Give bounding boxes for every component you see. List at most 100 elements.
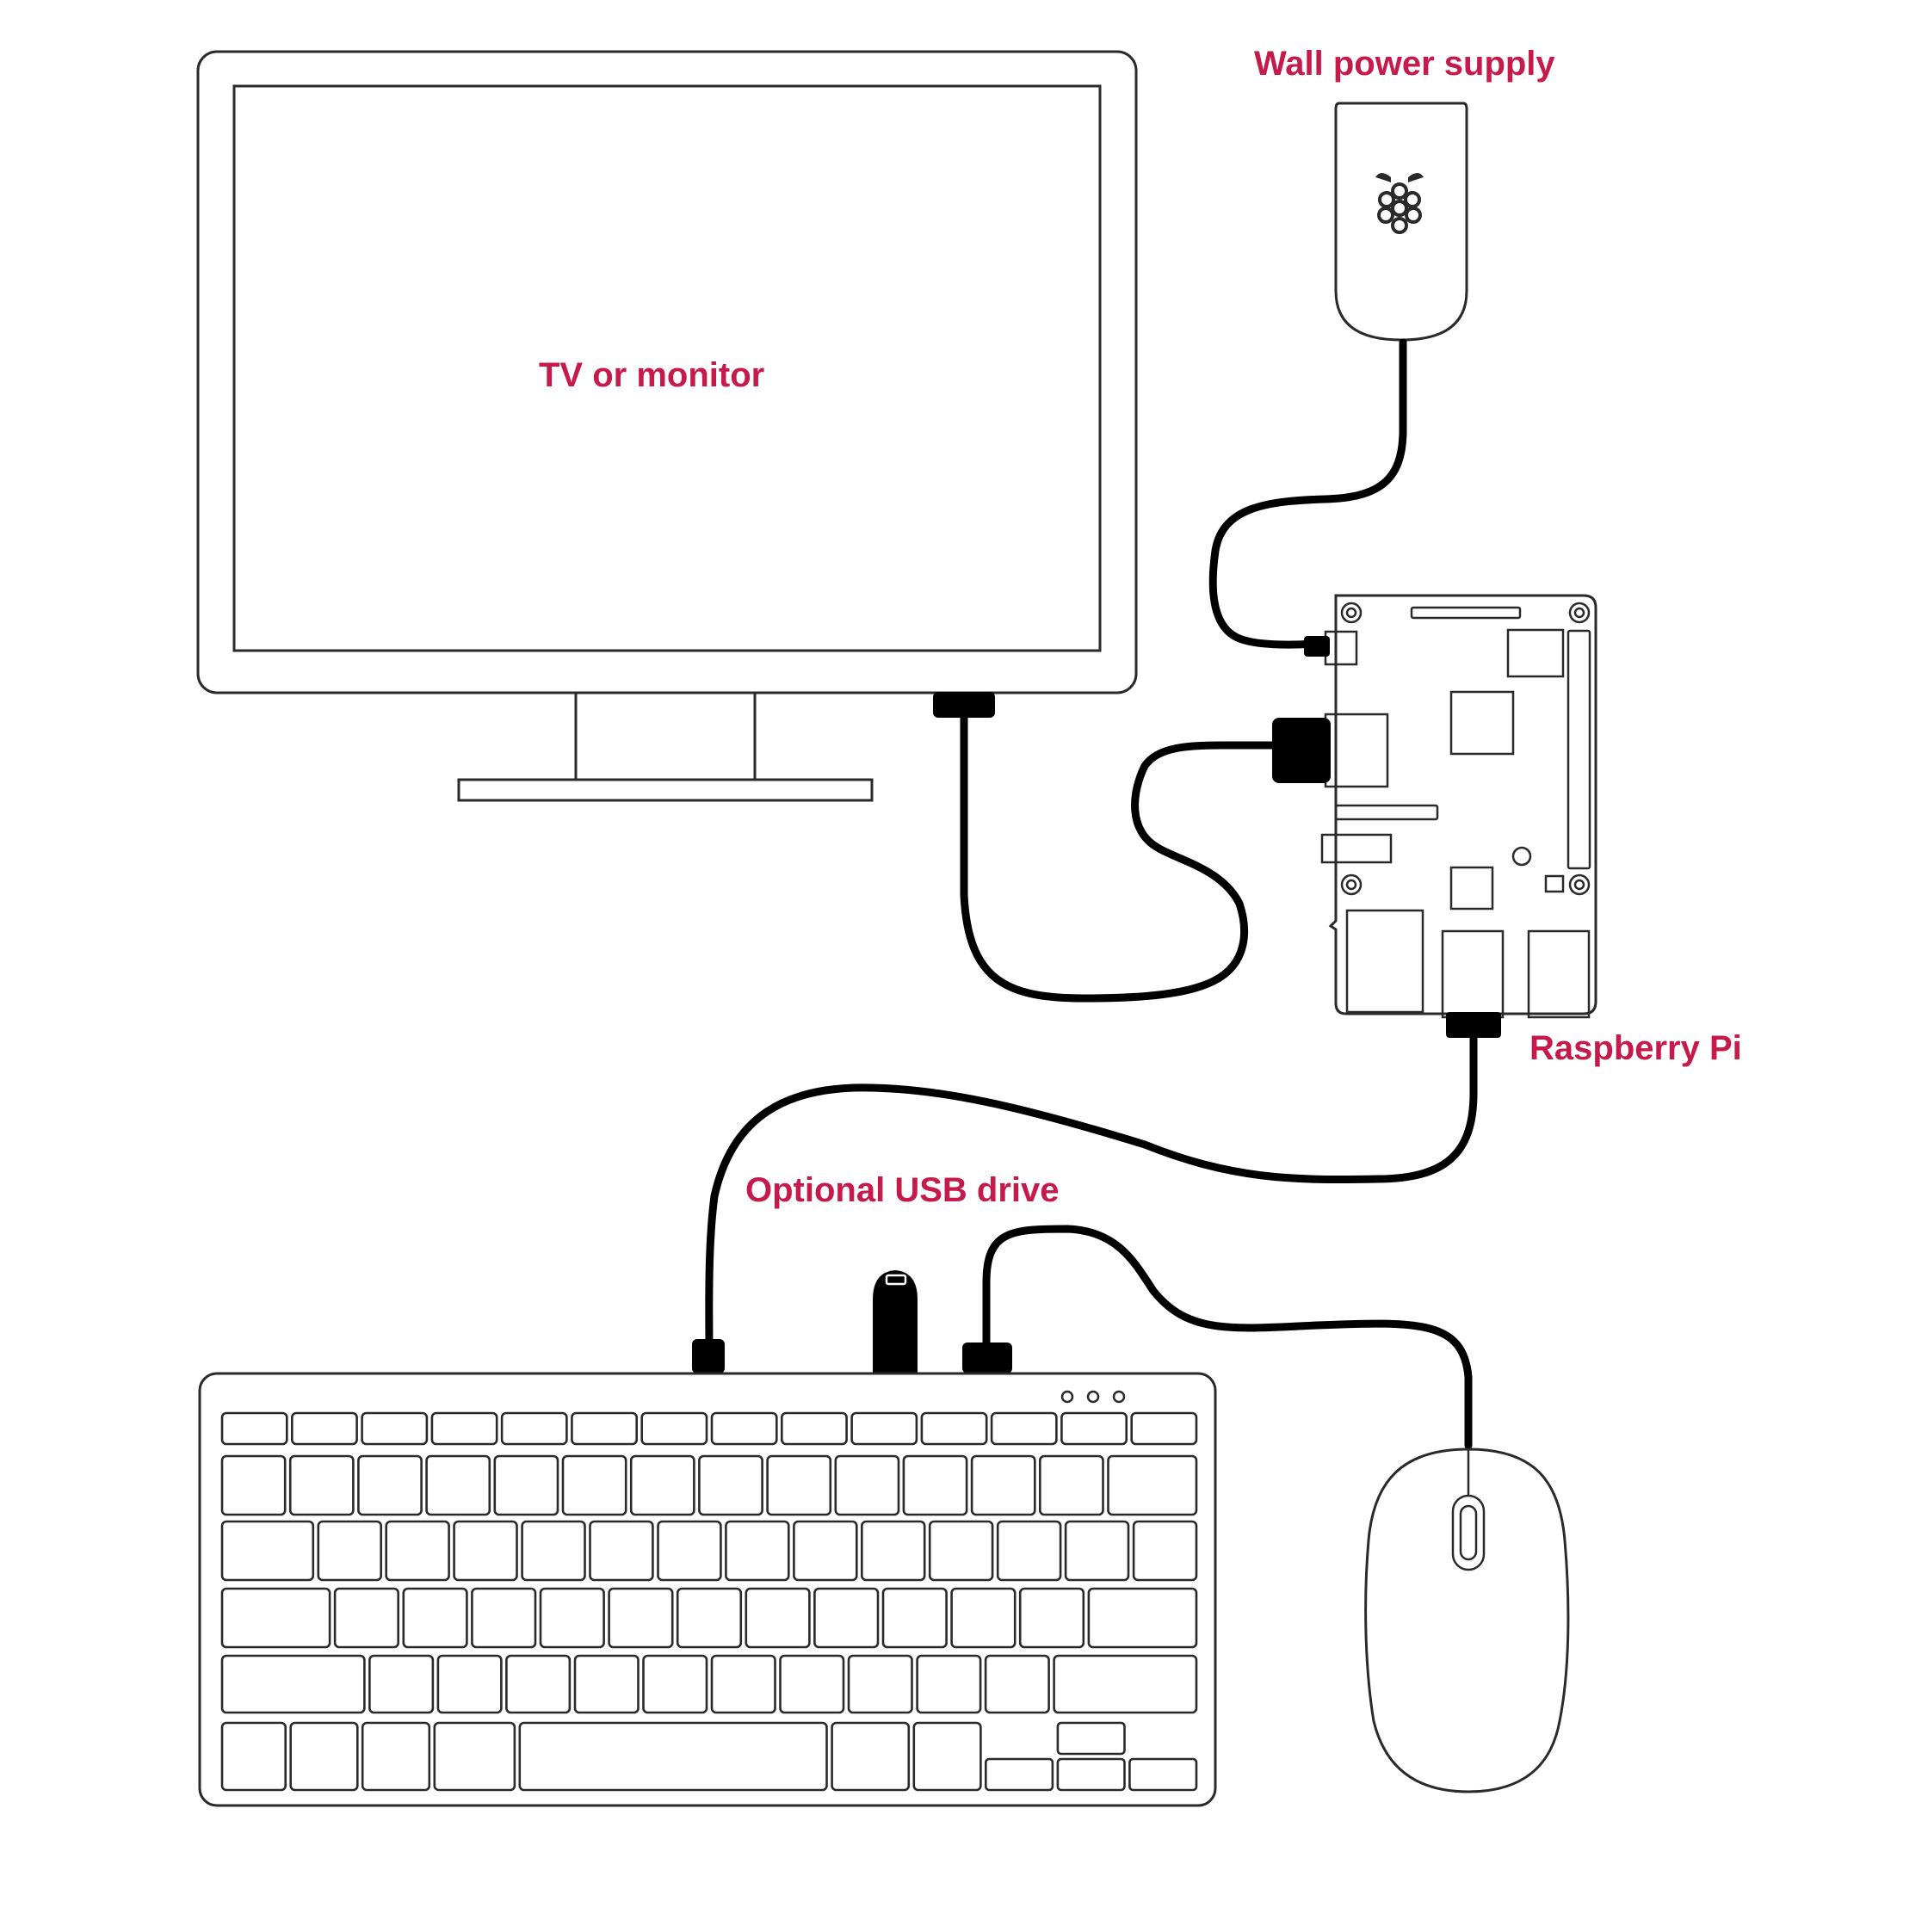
keyboard-key-arrow-up xyxy=(1056,1721,1126,1756)
keyboard-key xyxy=(521,1520,586,1582)
power-cable xyxy=(1208,338,1407,649)
keyboard-key xyxy=(288,1454,355,1516)
keyboard-key xyxy=(430,1411,498,1446)
usb-plug xyxy=(1446,1012,1501,1038)
keyboard-key xyxy=(518,1721,828,1792)
keyboard-key xyxy=(847,1654,913,1714)
keyboard-key xyxy=(357,1454,423,1516)
raspberry-logo-icon xyxy=(1375,173,1424,234)
keyboard-key xyxy=(860,1520,926,1582)
keyboard-key xyxy=(698,1454,763,1516)
raspberry-pi xyxy=(1272,594,1597,1038)
keyboard-key xyxy=(710,1654,776,1714)
keyboard-key xyxy=(1132,1520,1198,1582)
keyboard-key xyxy=(850,1411,918,1446)
pi-gpio-header xyxy=(1566,629,1591,870)
keyboard-key xyxy=(290,1411,358,1446)
keyboard-key xyxy=(220,1411,288,1446)
keyboard-key xyxy=(970,1454,1036,1516)
monitor-stand-base xyxy=(457,778,874,802)
monitor-hdmi-plug xyxy=(933,692,995,718)
keyboard-key xyxy=(642,1654,708,1714)
pi-display-connector xyxy=(1410,606,1522,620)
pi-soc-chip xyxy=(1449,690,1515,756)
keyboard-key xyxy=(780,1411,848,1446)
label-raspberry-pi: Raspberry Pi xyxy=(1529,1029,1742,1067)
keyboard-key xyxy=(385,1520,450,1582)
pi-ram-chip xyxy=(1449,866,1494,910)
usb-drive xyxy=(873,1270,918,1373)
mouse-scroll-wheel xyxy=(1451,1494,1486,1571)
keyboard-key xyxy=(1060,1411,1128,1446)
keyboard-key xyxy=(573,1654,640,1714)
keyboard-key-arrow xyxy=(1056,1757,1126,1792)
keyboard-key xyxy=(902,1454,968,1516)
keyboard-key xyxy=(629,1454,695,1516)
keyboard-key xyxy=(1039,1454,1104,1516)
keyboard-key xyxy=(368,1654,435,1714)
keyboard-key xyxy=(333,1587,400,1649)
label-optional-usb-drive: Optional USB drive xyxy=(745,1171,1060,1209)
keyboard-key xyxy=(996,1520,1062,1582)
pi-board xyxy=(1328,594,1597,1015)
keyboard-key xyxy=(589,1520,654,1582)
keyboard-key xyxy=(317,1520,382,1582)
mouse-cable xyxy=(982,1225,1473,1450)
keyboard-key xyxy=(1107,1454,1198,1516)
keyboard-key xyxy=(766,1454,832,1516)
mouse xyxy=(1364,1447,1570,1793)
label-tv-monitor: TV or monitor xyxy=(539,356,765,394)
keyboard-key xyxy=(571,1411,639,1446)
pi-audio-jack xyxy=(1320,833,1393,864)
keyboard-key xyxy=(912,1721,982,1792)
hdmi-plug xyxy=(1272,718,1331,783)
pi-camera-connector xyxy=(1334,804,1439,821)
keyboard-key xyxy=(561,1454,627,1516)
keyboard-key xyxy=(920,1411,988,1446)
keyboard-key xyxy=(1064,1520,1130,1582)
keyboard-usb-plug xyxy=(692,1339,725,1373)
keyboard-key xyxy=(1130,1411,1198,1446)
keyboard-key xyxy=(220,1454,287,1516)
keyboard-key xyxy=(831,1721,911,1792)
keyboard-key xyxy=(425,1454,491,1516)
keyboard-key xyxy=(361,1411,429,1446)
hdmi-cable xyxy=(960,713,1278,1003)
keyboard-key xyxy=(505,1654,572,1714)
label-wall-power-supply: Wall power supply xyxy=(1254,45,1555,83)
keyboard-key xyxy=(361,1721,431,1792)
mouse-body xyxy=(1364,1447,1570,1793)
keyboard-key xyxy=(493,1454,559,1516)
keyboard-key xyxy=(745,1587,811,1649)
keyboard-key xyxy=(725,1520,790,1582)
keyboard-key xyxy=(539,1587,605,1649)
keyboard-key xyxy=(779,1654,845,1714)
keyboard-key xyxy=(289,1721,359,1792)
keyboard-key xyxy=(433,1721,516,1792)
keyboard-key-arrow xyxy=(1128,1757,1198,1792)
mouse-scroll-wheel-inner xyxy=(1459,1504,1478,1561)
keyboard xyxy=(198,1270,1217,1807)
pi-mounting-holes xyxy=(1340,602,1591,896)
pi-usb-port-2 xyxy=(1527,929,1591,1019)
cables xyxy=(705,338,1478,1450)
keyboard-indicator-leds xyxy=(1060,1390,1126,1404)
keyboard-key xyxy=(220,1587,331,1649)
pi-logo-icon xyxy=(1511,846,1532,867)
keyboard-key xyxy=(608,1587,674,1649)
keyboard-key xyxy=(984,1654,1050,1714)
keyboard-key xyxy=(950,1587,1017,1649)
keyboard-key xyxy=(220,1721,287,1792)
keyboard-key xyxy=(813,1587,880,1649)
keyboard-key xyxy=(500,1411,568,1446)
pi-ethernet-port xyxy=(1345,909,1424,1014)
keyboard-key xyxy=(916,1654,982,1714)
keyboard-key xyxy=(1087,1587,1198,1649)
monitor-stand-neck xyxy=(574,691,757,781)
keyboard-key xyxy=(1053,1654,1198,1714)
keyboard-key xyxy=(990,1411,1058,1446)
monitor-screen xyxy=(232,84,1102,652)
monitor xyxy=(196,50,1138,802)
wall-power-supply xyxy=(1334,102,1468,342)
